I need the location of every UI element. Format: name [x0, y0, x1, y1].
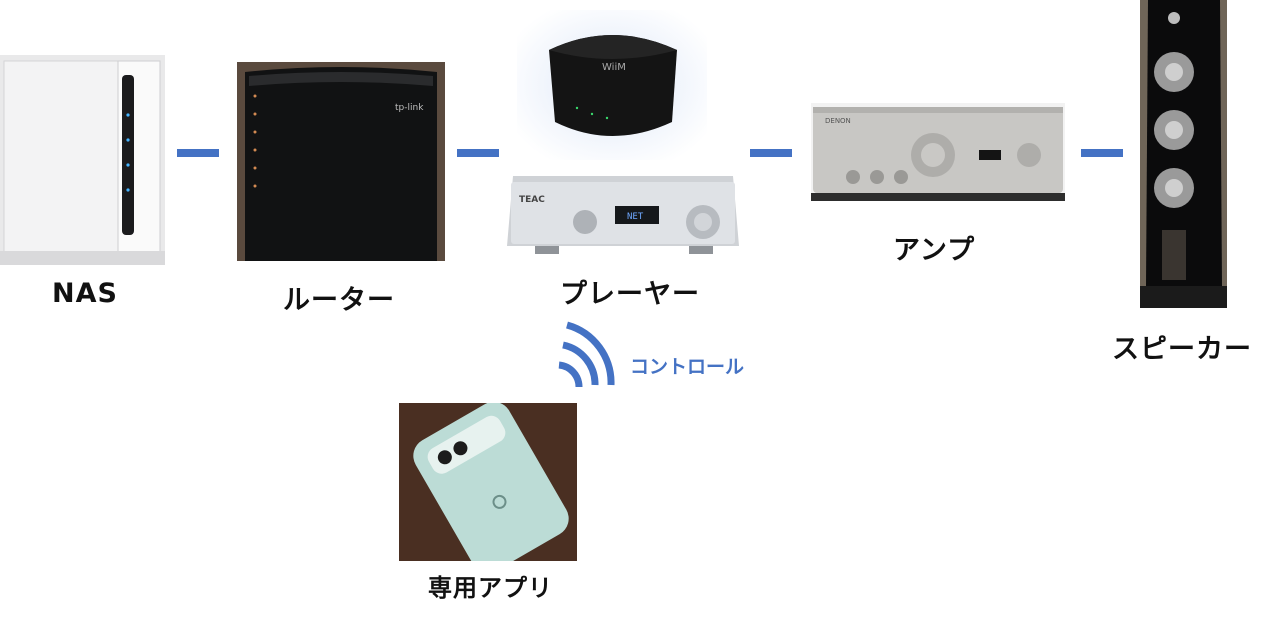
- router-device: tp-link: [237, 62, 445, 261]
- wireless-signal-icon: [553, 315, 628, 400]
- player-brand: TEAC: [519, 195, 545, 205]
- label-app: 専用アプリ: [428, 574, 553, 602]
- router-brand: tp-link: [395, 103, 424, 113]
- label-speaker: スピーカー: [1112, 334, 1252, 365]
- link-nas-router: [177, 149, 219, 157]
- app-device: [399, 401, 577, 573]
- amp-brand: DENON: [825, 117, 851, 125]
- label-amp: アンプ: [893, 235, 976, 266]
- player-device: TEAC NET: [503, 168, 743, 258]
- amp-device: DENON: [811, 103, 1065, 201]
- link-router-player: [457, 149, 499, 157]
- speaker-device: [1140, 0, 1227, 308]
- label-player: プレーヤー: [560, 279, 700, 310]
- link-amp-speaker: [1081, 149, 1123, 157]
- nas-device: [0, 55, 165, 265]
- streamer-brand: WiiM: [602, 62, 626, 73]
- label-nas: NAS: [52, 278, 118, 309]
- link-player-amp: [750, 149, 792, 157]
- label-control: コントロール: [630, 356, 745, 378]
- streamer-device: WiiM: [517, 10, 707, 160]
- player-display: NET: [627, 212, 644, 222]
- label-router: ルーター: [283, 285, 395, 316]
